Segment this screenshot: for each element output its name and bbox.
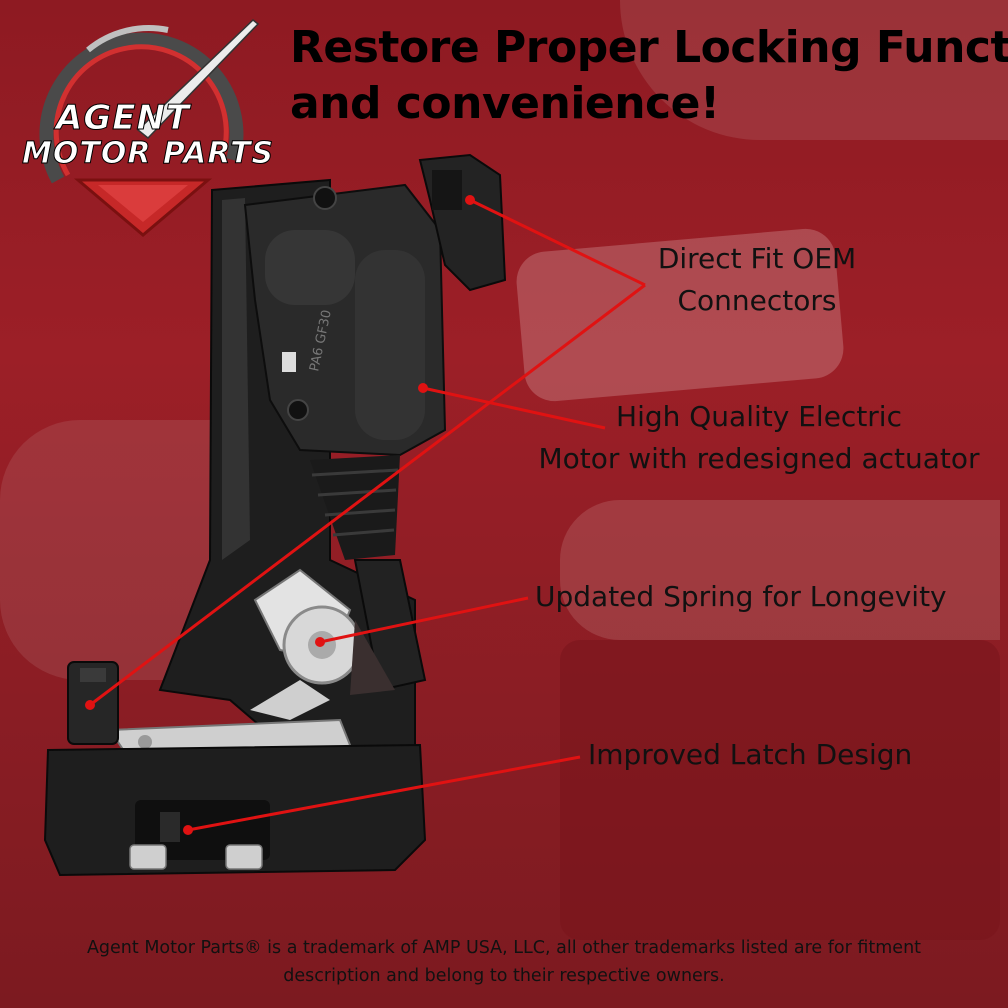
callout-oem-connectors: Direct Fit OEM Connectors [652,238,862,322]
callout-lines [89,198,646,832]
rubber-boot [310,455,400,560]
disclaimer-line-2: description and belong to their respecti… [283,966,725,986]
callout-electric-motor: High Quality Electric Motor with redesig… [524,396,994,480]
callout-spring: Updated Spring for Longevity [535,580,947,613]
callout-dot [85,700,95,710]
headline-line-1: Restore Proper Locking Function [290,22,1008,73]
trademark-disclaimer: Agent Motor Parts® is a trademark of AMP… [20,934,988,990]
callout-oem-line-1: Direct Fit OEM [657,242,857,275]
background-shape [620,0,1008,140]
background-shape [560,640,1000,940]
disclaimer-line-1: Agent Motor Parts® is a trademark of AMP… [86,938,922,958]
callout-dot [315,637,325,647]
callout-latch: Improved Latch Design [588,738,913,771]
speedometer-logo-icon [39,19,260,237]
callout-dot [418,383,428,393]
callout-motor-line-2: Motor with redesigned actuator [538,442,980,475]
logo-text-motor-parts: MOTOR PARTS [21,136,275,172]
callout-dot [183,825,193,835]
brand-logo: AGENT MOTOR PARTS [18,10,274,240]
logo-text-agent: AGENT [55,98,191,139]
background-shape [560,500,1000,640]
headline-line-2: and convenience! [290,78,720,129]
actuator-rod [353,559,427,692]
callout-dot [465,195,475,205]
callout-motor-line-1: High Quality Electric [616,400,902,433]
callout-oem-line-2: Connectors [677,284,837,317]
